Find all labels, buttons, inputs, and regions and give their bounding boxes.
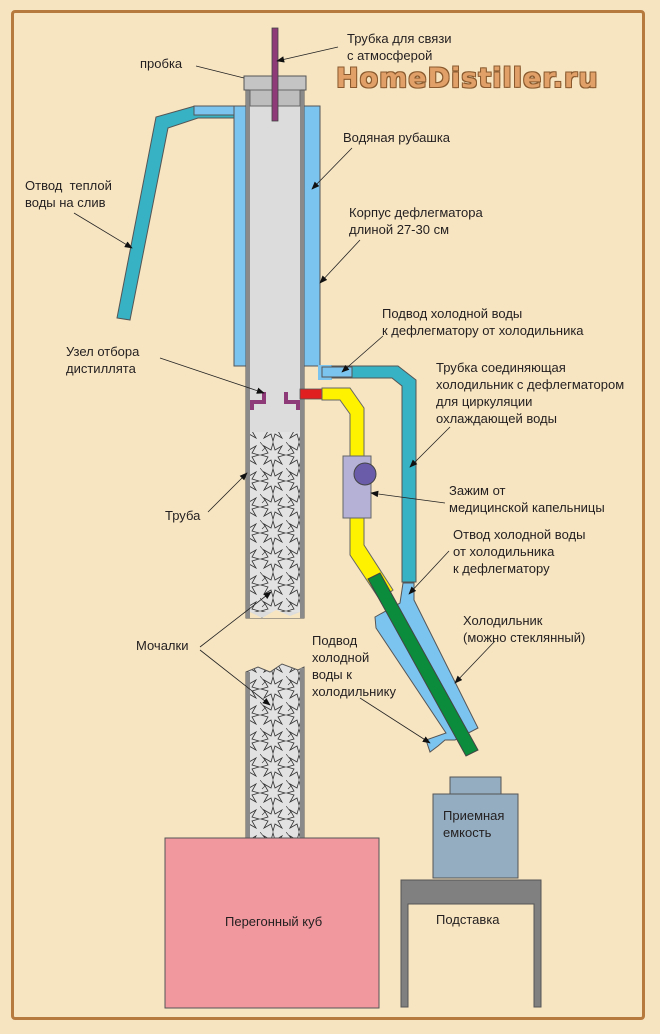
column-wall-left (246, 88, 250, 618)
leader-inlet-deph (341, 335, 384, 373)
leader-stopper (195, 65, 245, 79)
leader-outlet-cond (408, 550, 450, 595)
label-stopper: пробка (140, 56, 183, 71)
leader-pipe (207, 472, 248, 513)
leader-body (319, 239, 361, 284)
receiver (432, 793, 519, 879)
label-cold-outlet-condenser: Отвод холодной воды от холодильника к де… (453, 527, 586, 576)
clamp-knob (353, 462, 377, 486)
label-water-jacket: Водяная рубашка (343, 130, 451, 145)
label-cold-inlet-dephlegmator: Подвод холодной воды к дефлегматору от х… (382, 306, 584, 338)
leader-jacket (311, 147, 353, 190)
label-pipe: Труба (165, 508, 201, 523)
drain-nozzle (193, 105, 237, 116)
label-connecting-tube: Трубка соединяющая холодильник с дефлегм… (436, 360, 625, 426)
leader-inlet-cond (359, 697, 431, 744)
label-distillate-takeoff: Узел отбора дистиллята (66, 344, 140, 376)
atmosphere-tube (271, 27, 279, 122)
label-atmosphere-tube: Трубка для связи с атмосферой (347, 31, 452, 63)
leader-drain (73, 212, 133, 249)
jacket-inlet-nozzle (321, 366, 353, 378)
label-clamp: Зажим от медицинской капельницы (449, 483, 605, 515)
column-wall-right (300, 88, 304, 618)
takeoff-left (250, 392, 266, 410)
label-receiver: Приемная емкость (443, 808, 505, 840)
leader-connecting (409, 426, 451, 468)
leader-atmosphere (276, 46, 339, 63)
watermark: HomeDistiller.ru (336, 63, 599, 94)
receiver-lid (449, 776, 502, 795)
leader-takeoff (159, 357, 265, 394)
warm-drain-tube (116, 105, 246, 321)
condenser-green-tube (367, 572, 479, 757)
label-condenser: Холодильник (можно стеклянный) (463, 613, 586, 645)
label-cold-inlet-condenser: Подвод холодной воды к холодильнику (312, 633, 396, 699)
still (164, 837, 380, 1009)
upper-broken-edge (250, 610, 300, 618)
stand (400, 879, 542, 1008)
column-pipe-lower (245, 663, 305, 839)
leader-sponges-1 (199, 591, 272, 648)
leader-condenser (454, 640, 496, 684)
leader-sponges-2 (199, 649, 271, 706)
lower-wall-left (246, 672, 250, 838)
connecting-tube (331, 365, 417, 583)
label-sponges: Мочалки (136, 638, 189, 653)
label-stand: Подставка (436, 912, 500, 927)
label-dephlegmator-body: Корпус дефлегматора длиной 27-30 см (349, 205, 483, 237)
label-still: Перегонный куб (225, 914, 323, 929)
lower-wall-right (300, 668, 304, 838)
label-warm-water-drain: Отвод теплой воды на слив (25, 178, 112, 210)
takeoff-right (284, 392, 300, 410)
leader-clamp (370, 490, 446, 504)
sponge-fill-upper (250, 432, 300, 612)
